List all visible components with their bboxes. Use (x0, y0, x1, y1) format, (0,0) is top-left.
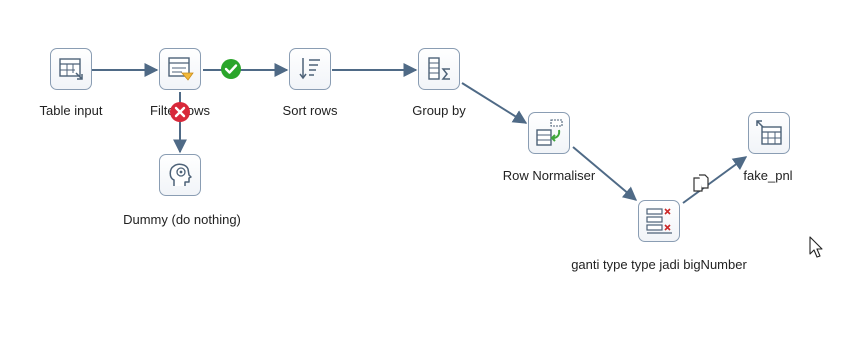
dummy-icon (169, 163, 192, 186)
step-table-input[interactable] (50, 48, 92, 90)
step-group-by[interactable] (418, 48, 460, 90)
mouse-pointer-icon (809, 236, 823, 258)
hop-row-normaliser-to-ganti-type[interactable] (572, 146, 638, 201)
step-dummy[interactable] (159, 154, 201, 196)
hop-copy-badge (692, 174, 710, 194)
step-filter-rows[interactable] (159, 48, 201, 90)
false-result-icon (170, 102, 190, 122)
hop-false-badge (169, 101, 191, 123)
row-normaliser-icon (536, 119, 563, 146)
copy-rows-icon (693, 174, 709, 192)
sort-rows-icon (299, 58, 320, 80)
step-fake-pnl[interactable] (748, 112, 790, 154)
hop-true-badge (220, 58, 242, 80)
step-row-normaliser[interactable] (528, 112, 570, 154)
step-label-fake-pnl: fake_pnl (743, 168, 793, 183)
step-label-ganti-type: ganti type type jadi bigNumber (571, 257, 747, 272)
step-ganti-type[interactable] (638, 200, 680, 242)
filter-rows-icon (168, 57, 194, 81)
step-label-table-input: Table input (39, 103, 103, 118)
group-by-icon (428, 57, 450, 80)
hop-ganti-type-to-fake-pnl[interactable] (682, 156, 748, 204)
table-output-icon (756, 120, 782, 145)
step-label-row-normaliser: Row Normaliser (502, 168, 596, 183)
step-label-group-by: Group by (412, 103, 466, 118)
step-sort-rows[interactable] (289, 48, 331, 90)
table-input-icon (59, 58, 83, 80)
step-label-dummy: Dummy (do nothing) (123, 212, 241, 227)
hop-group-by-to-row-normaliser[interactable] (461, 82, 528, 124)
select-values-icon (646, 208, 672, 234)
mouse-cursor (809, 236, 825, 265)
step-label-sort-rows: Sort rows (282, 103, 338, 118)
true-result-icon (221, 59, 241, 79)
